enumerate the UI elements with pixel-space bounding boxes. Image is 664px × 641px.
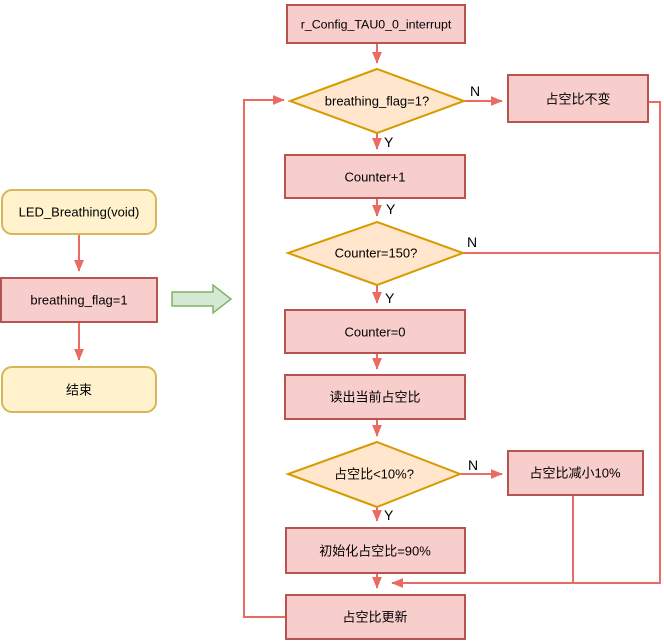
label-yes-decision1: Y	[384, 134, 394, 150]
decision-breathing-flag-label: breathing_flag=1?	[325, 94, 429, 109]
label-yes-decision2: Y	[385, 290, 395, 306]
decrease-duty-label: 占空比减小10%	[529, 466, 620, 481]
counter-reset-label: Counter=0	[344, 325, 405, 340]
node-decrease-duty: 占空比减小10%	[507, 450, 644, 496]
label-no-decision1: N	[470, 83, 480, 99]
node-end-terminal: 结束	[1, 366, 157, 413]
node-read-duty: 读出当前占空比	[284, 374, 466, 420]
read-duty-label: 读出当前占空比	[329, 390, 420, 405]
node-counter-inc: Counter+1	[284, 154, 466, 199]
label-yes-decision3: Y	[384, 507, 394, 523]
keep-duty-label: 占空比不变	[545, 92, 610, 107]
node-interrupt: r_Config_TAU0_0_interrupt	[286, 4, 466, 44]
update-duty-label: 占空比更新	[342, 610, 407, 625]
label-no-decision3: N	[468, 457, 478, 473]
decision-counter-label: Counter=150?	[335, 246, 418, 261]
counter-inc-label: Counter+1	[344, 170, 405, 185]
node-keep-duty: 占空比不变	[507, 74, 649, 123]
edge-keepduty-rail	[391, 101, 661, 588]
connectors	[74, 43, 661, 618]
label-yes-counterinc: Y	[386, 201, 396, 217]
edge-update-loopback	[243, 95, 286, 618]
node-init-duty: 初始化占空比=90%	[285, 527, 466, 574]
node-set-breathing-flag: breathing_flag=1	[0, 277, 158, 323]
interrupt-label: r_Config_TAU0_0_interrupt	[301, 17, 452, 31]
set-breathing-flag-label: breathing_flag=1	[30, 293, 127, 308]
transition-arrow-icon	[171, 283, 233, 315]
node-counter-reset: Counter=0	[284, 309, 466, 354]
node-decision-breathing-flag: breathing_flag=1?	[287, 67, 467, 135]
decision-duty-label: 占空比<10%?	[334, 467, 414, 482]
edge-labels: N Y Y N Y N Y	[384, 83, 480, 523]
init-duty-label: 初始化占空比=90%	[319, 544, 431, 559]
node-led-breathing-start: LED_Breathing(void)	[1, 189, 157, 235]
node-decision-counter: Counter=150?	[285, 220, 466, 287]
label-no-decision2: N	[467, 234, 477, 250]
node-update-duty: 占空比更新	[285, 594, 466, 640]
node-decision-duty: 占空比<10%?	[285, 440, 463, 509]
led-breathing-label: LED_Breathing(void)	[19, 205, 140, 220]
end-terminal-label: 结束	[66, 383, 92, 398]
